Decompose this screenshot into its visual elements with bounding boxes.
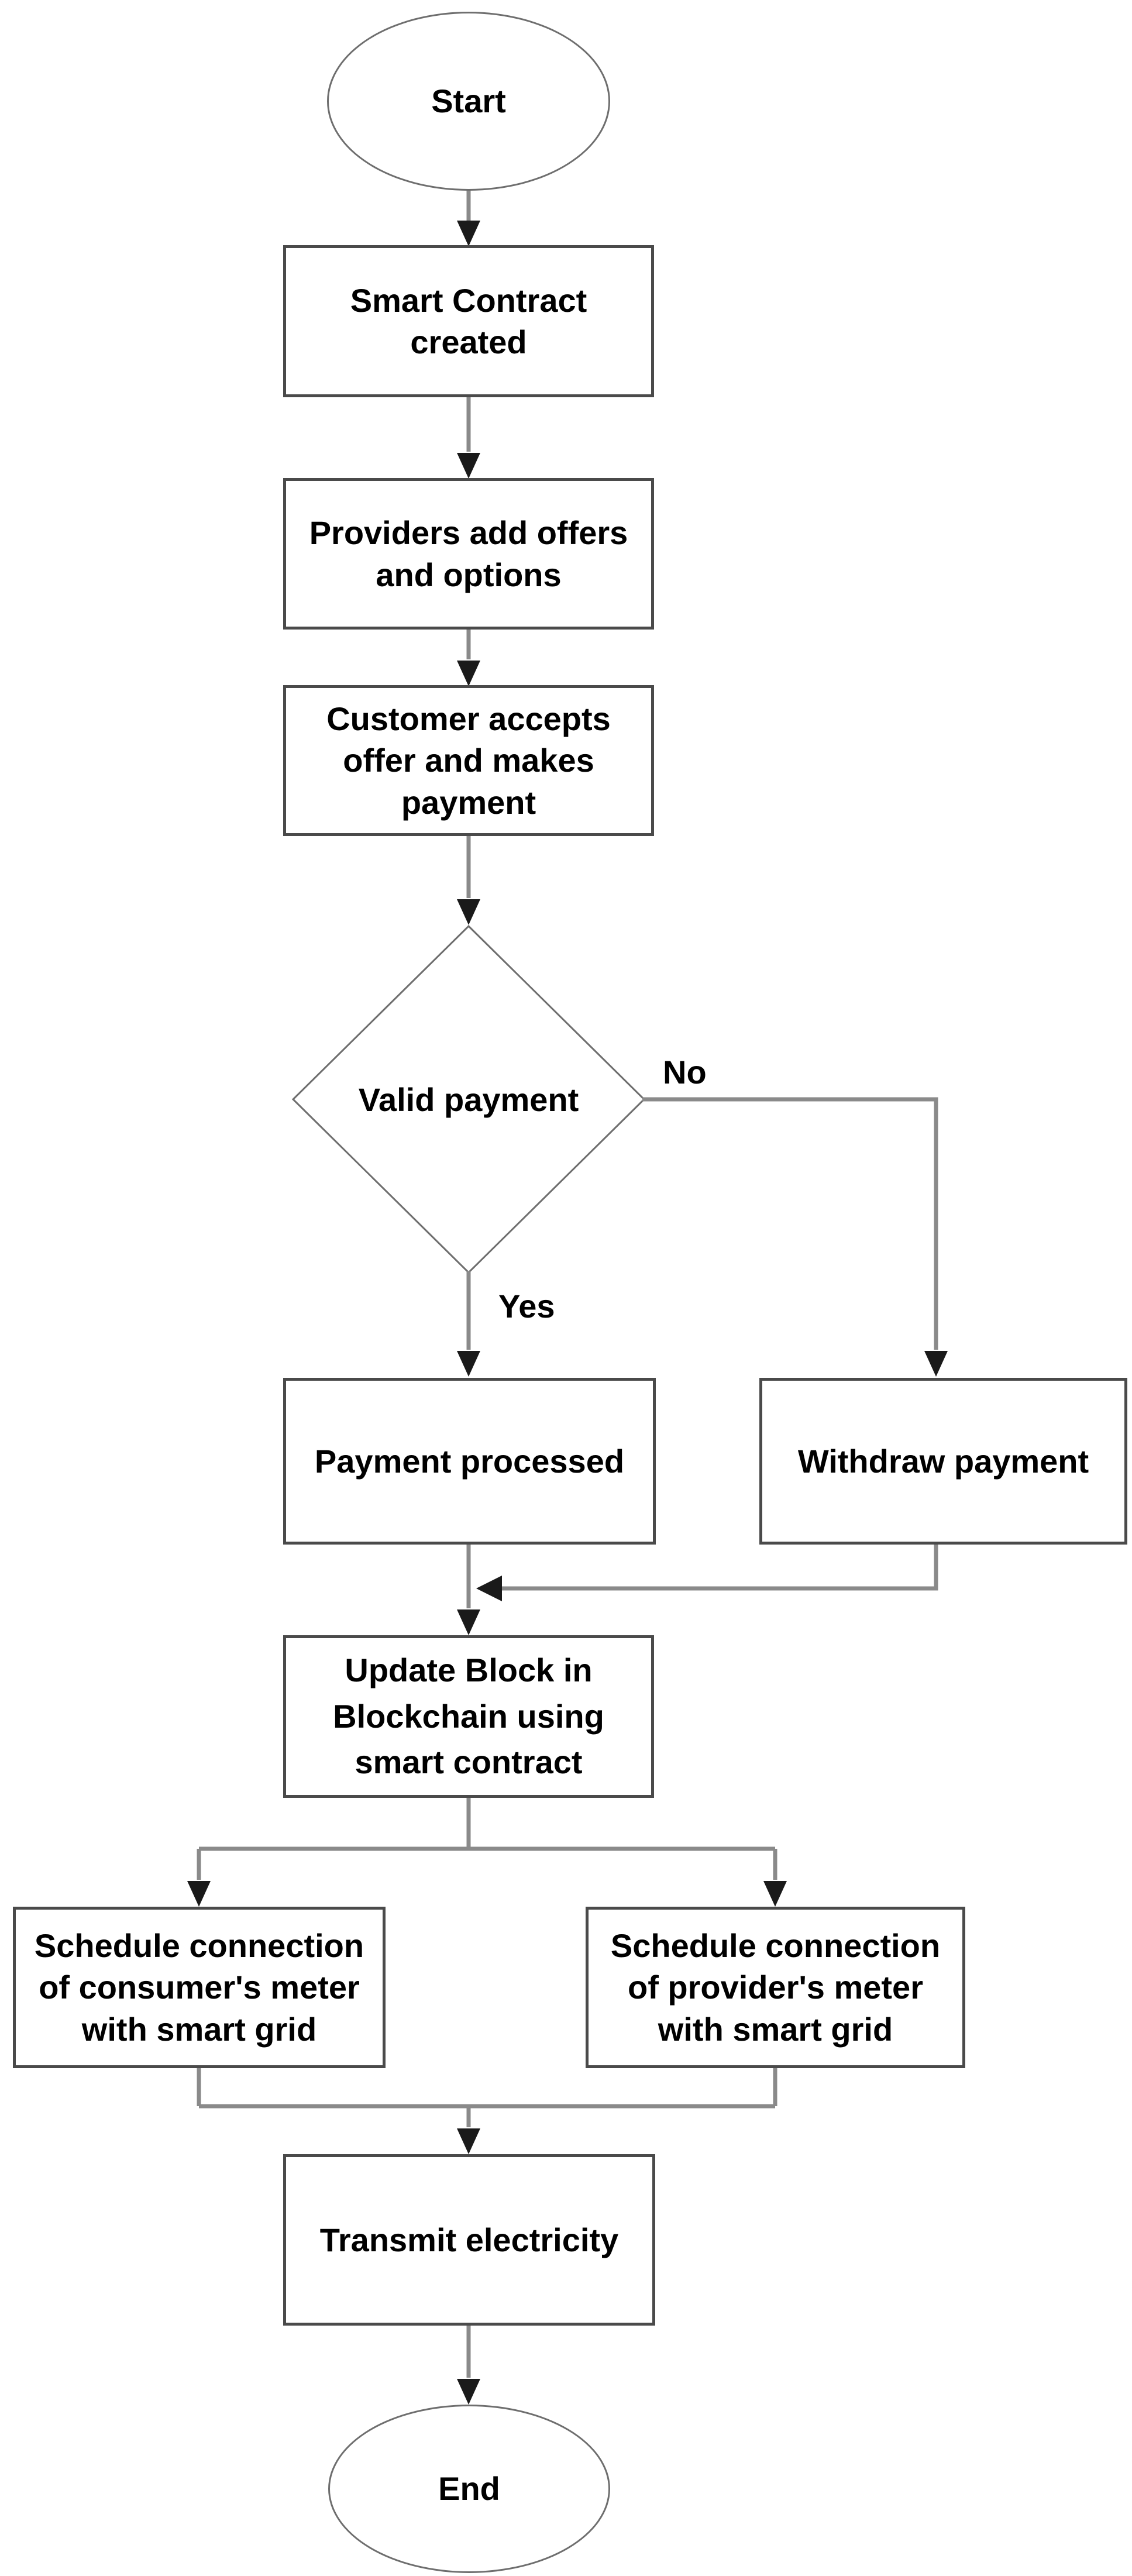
- arrowhead-into-valid-payment: [457, 899, 480, 925]
- edge-label-no: No: [663, 1054, 707, 1091]
- node-withdraw-payment: Withdraw payment: [759, 1378, 1127, 1545]
- arrowhead-into-withdraw-payment: [924, 1351, 948, 1377]
- arrowhead-into-end: [457, 2379, 480, 2405]
- node-schedule-consumer-meter: Schedule connection of consumer's meter …: [13, 1907, 386, 2068]
- node-update-block-label: Update Block in Blockchain using smart c…: [333, 1652, 604, 1781]
- arrowhead-into-schedule-provider: [763, 1881, 787, 1907]
- connector-withdraw-merge: [501, 1543, 938, 1591]
- node-payment-processed: Payment processed: [283, 1378, 656, 1545]
- node-end-label: End: [438, 2470, 500, 2508]
- node-start: Start: [327, 12, 610, 191]
- connector-schedule-merge: [197, 2067, 777, 2127]
- node-withdraw-payment-label: Withdraw payment: [797, 1442, 1089, 1480]
- arrowhead-into-smart-contract: [457, 221, 480, 246]
- node-transmit-electricity: Transmit electricity: [283, 2154, 655, 2326]
- node-schedule-provider-meter: Schedule connection of provider's meter …: [586, 1907, 965, 2068]
- node-valid-payment: Valid payment: [293, 926, 644, 1272]
- node-schedule-provider-meter-label: Schedule connection of provider's meter …: [610, 1927, 941, 2048]
- node-smart-contract-created-label: Smart Contract created: [350, 281, 587, 360]
- arrowhead-into-transmit: [457, 2128, 480, 2154]
- node-providers-add-offers: Providers add offers and options: [283, 478, 654, 630]
- node-update-block: Update Block in Blockchain using smart c…: [283, 1635, 654, 1798]
- edge-label-yes: Yes: [498, 1288, 555, 1325]
- node-customer-accepts: Customer accepts offer and makes payment: [283, 685, 654, 836]
- node-payment-processed-label: Payment processed: [314, 1442, 625, 1480]
- arrowhead-into-providers: [457, 453, 480, 479]
- node-valid-payment-label: Valid payment: [358, 1081, 579, 1118]
- connector-update-block-split: [197, 1797, 777, 1880]
- node-end: End: [328, 2405, 610, 2573]
- arrowhead-into-customer: [457, 661, 480, 686]
- arrowhead-into-payment-processed: [457, 1351, 480, 1377]
- node-smart-contract-created: Smart Contract created: [283, 245, 654, 397]
- arrowhead-into-update-block: [457, 1609, 480, 1635]
- node-start-label: Start: [431, 82, 506, 120]
- node-customer-accepts-label: Customer accepts offer and makes payment: [326, 700, 611, 821]
- arrowhead-merge-left: [476, 1576, 502, 1601]
- node-schedule-consumer-meter-label: Schedule connection of consumer's meter …: [34, 1927, 364, 2048]
- connector-no-branch: [642, 1097, 938, 1350]
- node-transmit-electricity-label: Transmit electricity: [319, 2221, 619, 2258]
- node-providers-add-offers-label: Providers add offers and options: [309, 514, 628, 593]
- arrowhead-into-schedule-consumer: [187, 1881, 211, 1907]
